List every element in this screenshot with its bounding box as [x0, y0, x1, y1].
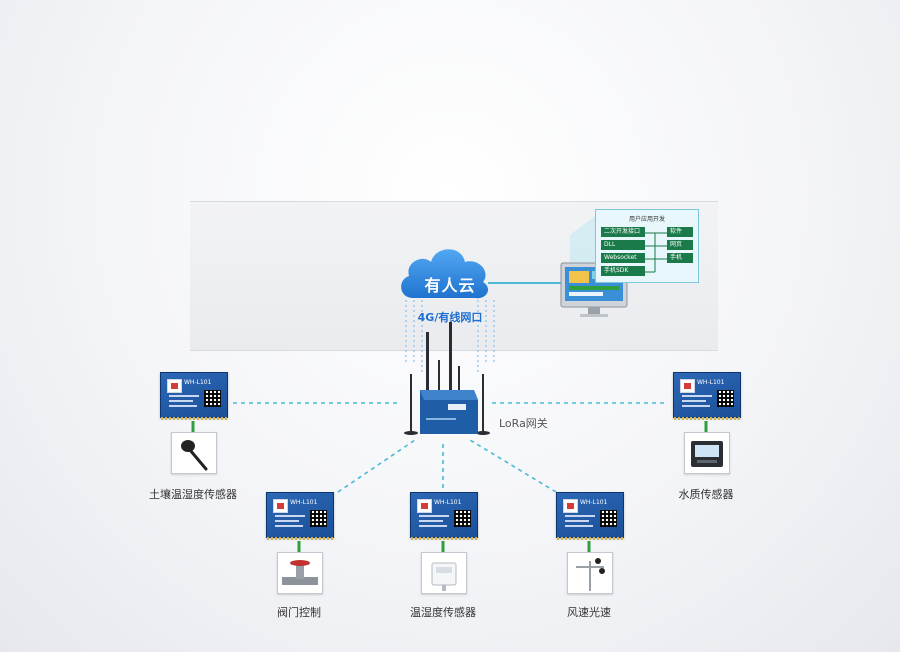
- brand-logo-icon: [417, 499, 432, 513]
- brand-logo-icon: [273, 499, 288, 513]
- lora-gateway-icon: [404, 322, 490, 435]
- module-model: WH-L101: [580, 499, 608, 506]
- module-model: WH-L101: [697, 379, 725, 386]
- module-model: WH-L101: [434, 499, 462, 506]
- qr-code-icon: [600, 510, 617, 527]
- app-item-mobile: 手机: [667, 253, 693, 263]
- app-dev-panel: 用户应用开发 二次开发接口 DLL Websocket 手机SDK 软件 网页 …: [595, 209, 699, 283]
- qr-code-icon: [717, 390, 734, 407]
- lora-module: WH-L101: [556, 492, 624, 540]
- app-item-web: 网页: [667, 240, 693, 250]
- temp-humidity-sensor-icon: [421, 552, 467, 594]
- brand-logo-icon: [563, 499, 578, 513]
- sensor-label: 风速光速: [567, 606, 611, 619]
- lora-module: WH-L101: [410, 492, 478, 540]
- lora-links: [233, 402, 668, 493]
- sensor-label: 阀门控制: [277, 606, 321, 619]
- app-item-websocket: Websocket: [601, 253, 645, 263]
- cloud-icon: [401, 249, 489, 299]
- app-item-software: 软件: [667, 227, 693, 237]
- qr-code-icon: [310, 510, 327, 527]
- app-panel-connectors: [645, 232, 667, 273]
- lora-module: WH-L101: [160, 372, 228, 420]
- sensor-label: 温湿度传感器: [410, 606, 476, 619]
- app-item-sdk: 手机SDK: [601, 266, 645, 276]
- cloud-label: 有人云: [424, 276, 476, 295]
- brand-logo-icon: [167, 379, 182, 393]
- lora-module: WH-L101: [266, 492, 334, 540]
- module-model: WH-L101: [290, 499, 318, 506]
- gateway-label: LoRa网关: [499, 417, 548, 430]
- lora-module: WH-L101: [673, 372, 741, 420]
- qr-code-icon: [454, 510, 471, 527]
- sensor-label: 水质传感器: [678, 488, 734, 501]
- water-quality-sensor-icon: [684, 432, 730, 474]
- sensor-label: 土壤温湿度传感器: [149, 488, 237, 501]
- app-panel-title: 用户应用开发: [628, 216, 665, 223]
- wind-light-sensor-icon: [567, 552, 613, 594]
- app-item-api: 二次开发接口: [601, 227, 645, 237]
- qr-code-icon: [204, 390, 221, 407]
- app-item-dll: DLL: [601, 240, 645, 250]
- network-label: 4G/有线网口: [417, 311, 483, 324]
- valve-icon: [277, 552, 323, 594]
- module-model: WH-L101: [184, 379, 212, 386]
- brand-logo-icon: [680, 379, 695, 393]
- module-sensor-connectors: [191, 421, 708, 552]
- uplink-beams: [405, 300, 495, 375]
- soil-sensor-icon: [171, 432, 217, 474]
